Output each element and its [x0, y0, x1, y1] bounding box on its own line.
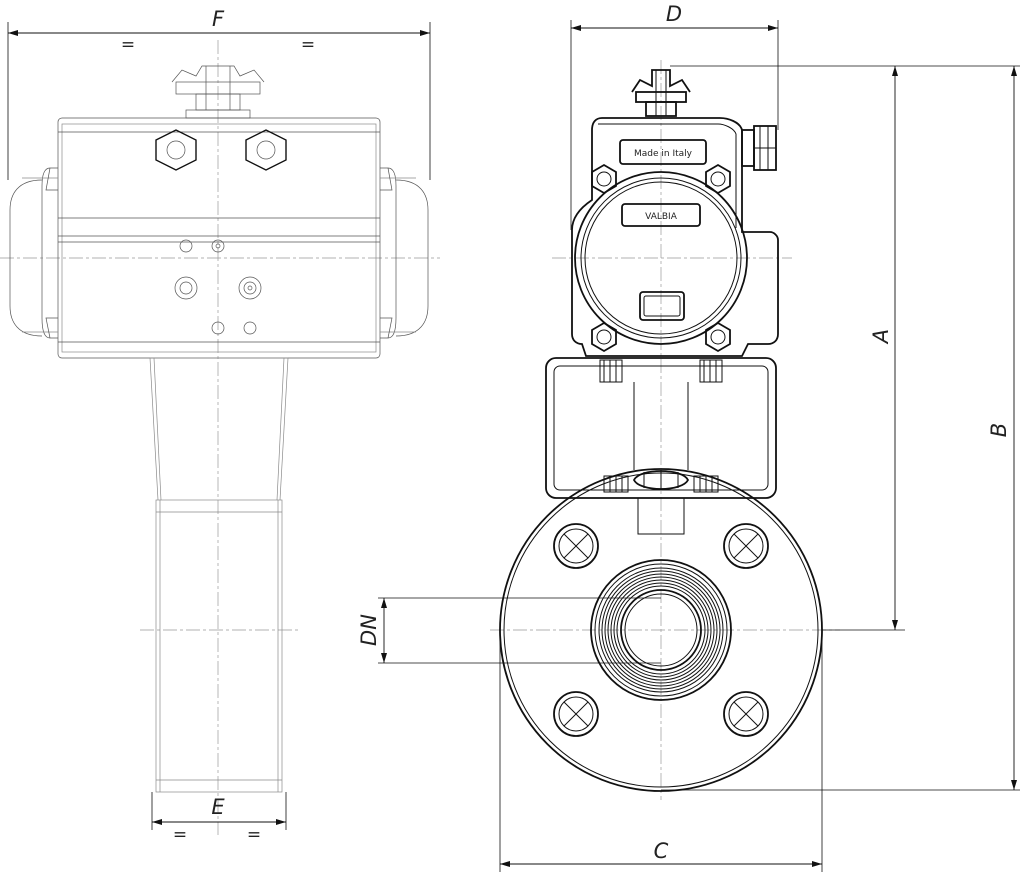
side-view: Made in Italy VALBIA [490, 60, 840, 800]
mounting-bracket [149, 357, 289, 501]
dim-label-d: D [666, 2, 682, 26]
bolt-hole-top-right [723, 523, 769, 569]
bolt-hole-bottom-right [723, 691, 769, 737]
brand-marking: VALBIA [645, 212, 678, 222]
dim-label-b: B [987, 423, 1011, 437]
bolt-hole-top-left [553, 523, 599, 569]
bore-rings [590, 559, 732, 701]
equal-mark-f-left: = [121, 35, 135, 55]
dim-label-f: F [212, 7, 225, 31]
origin-marking: Made in Italy [634, 149, 693, 159]
front-view [0, 40, 440, 835]
dim-label-a: A [869, 329, 893, 345]
dim-label-e: E [211, 795, 225, 819]
side-bracket [545, 357, 777, 535]
dim-label-dn: DN [357, 614, 381, 646]
valve-body-side [155, 499, 283, 793]
actuator-body [9, 117, 429, 359]
side-position-indicator [631, 69, 691, 117]
equal-mark-e-left: = [173, 825, 187, 845]
equal-mark-e-right: = [247, 825, 261, 845]
side-actuator-housing: Made in Italy VALBIA [571, 117, 779, 357]
bolt-hole-bottom-left [553, 691, 599, 737]
position-indicator [171, 65, 265, 119]
equal-mark-f-right: = [301, 35, 315, 55]
dim-label-c: C [654, 839, 669, 863]
dimension-lines [7, 20, 1020, 872]
dimension-labels: F = = D E = = C A B DN [121, 2, 1011, 863]
